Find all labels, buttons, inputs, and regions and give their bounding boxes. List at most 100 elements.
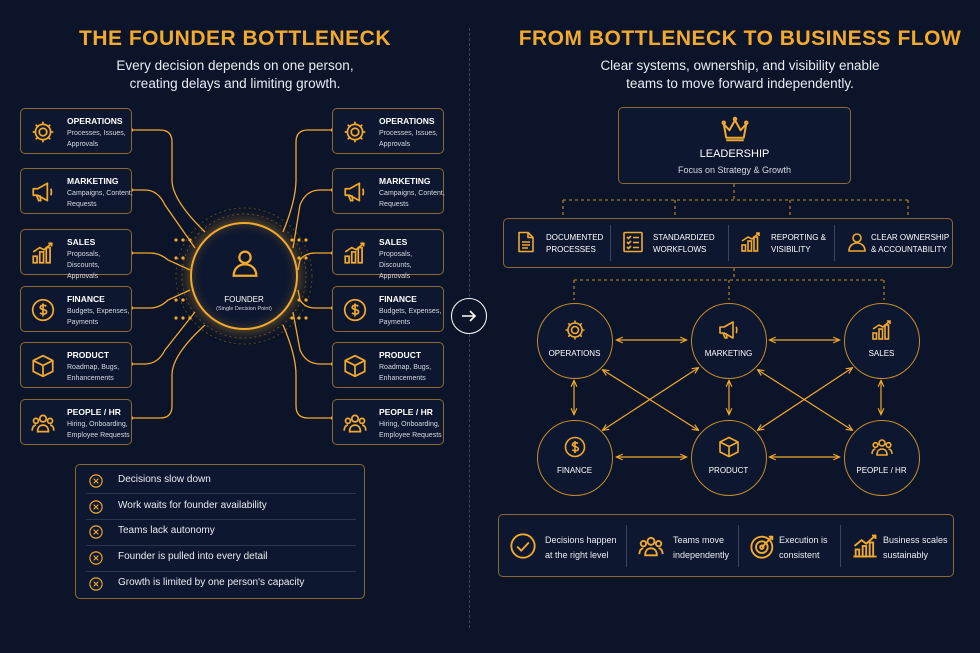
people-icon — [637, 532, 665, 560]
leadership-desc: Focus on Strategy & Growth — [677, 165, 792, 175]
dept-desc: Budgets, Expenses,Payments — [379, 308, 442, 326]
system-clear-ownership: CLEAR OWNERSHIP& ACCOUNTABILITY — [835, 219, 952, 267]
node-sales: SALES — [844, 303, 920, 379]
founder-hub: FOUNDER (Single Decision Point) — [190, 222, 298, 330]
right-title: FROM BOTTLENECK TO BUSINESS FLOW — [518, 27, 962, 50]
node-people-hr: PEOPLE / HR — [844, 420, 920, 496]
system-reporting-visibility: REPORTING &VISIBILITY — [729, 219, 835, 267]
consequence-item: Growth is limited by one person's capaci… — [76, 571, 366, 597]
dept-name: FINANCE — [379, 294, 417, 304]
dept-desc: Processes, Issues,Approvals — [379, 130, 438, 148]
checklist-icon — [621, 230, 645, 254]
target-icon — [749, 532, 777, 560]
dept-name: SALES — [67, 237, 96, 247]
consequence-item: Teams lack autonomy — [76, 519, 366, 545]
connector-operations-left — [131, 129, 206, 233]
dollar-icon — [563, 435, 587, 459]
dept-desc: Hiring, Onboarding,Employee Requests — [379, 421, 442, 439]
left-subtitle: Every decision depends on one person, cr… — [20, 57, 450, 93]
dept-name: OPERATIONS — [67, 116, 123, 126]
right-subtitle-line1: Clear systems, ownership, and visibility… — [600, 58, 880, 73]
connector-marketing-left — [131, 189, 196, 249]
growth-chart-icon — [851, 532, 879, 560]
dept-card-operations-right: OPERATIONS Processes, Issues,Approvals — [332, 108, 444, 154]
dept-card-product-left: PRODUCT Roadmap, Bugs,Enhancements — [20, 342, 132, 388]
consequence-item: Decisions slow down — [76, 468, 366, 494]
user-icon — [845, 230, 869, 254]
dept-card-finance-right: FINANCE Budgets, Expenses,Payments — [332, 286, 444, 332]
dept-desc: Campaigns, Content,Requests — [67, 190, 133, 208]
dept-card-sales-left: SALES Proposals, Discounts,Approvals — [20, 229, 132, 280]
dept-card-marketing-left: MARKETING Campaigns, Content,Requests — [20, 168, 133, 214]
dept-desc: Roadmap, Bugs,Enhancements — [379, 364, 432, 382]
consequence-item: Work waits for founder availability — [76, 494, 366, 520]
crown-icon — [720, 114, 750, 144]
left-title: THE FOUNDER BOTTLENECK — [79, 27, 391, 50]
people-icon — [870, 435, 894, 459]
megaphone-icon — [717, 318, 741, 342]
connector-operations-right — [282, 129, 333, 233]
dept-desc: Campaigns, Content,Requests — [379, 190, 445, 208]
dept-card-people-right: PEOPLE / HR Hiring, Onboarding,Employee … — [332, 399, 444, 445]
consequence-item: Founder is pulled into every detail — [76, 545, 366, 571]
dept-name: SALES — [379, 237, 408, 247]
dept-desc: Proposals, Discounts,Approvals — [379, 251, 413, 280]
founder-label: FOUNDER — [224, 295, 264, 304]
consequences-panel: Decisions slow down Work waits for found… — [75, 464, 365, 599]
dept-card-product-right: PRODUCT Roadmap, Bugs,Enhancements — [332, 342, 444, 388]
connector-finance-left — [131, 289, 191, 309]
node-marketing: MARKETING — [691, 303, 767, 379]
dept-card-finance-left: FINANCE Budgets, Expenses,Payments — [20, 286, 132, 332]
connector-product-right — [292, 311, 333, 365]
dept-name: PEOPLE / HR — [67, 407, 121, 417]
node-product: PRODUCT — [691, 420, 767, 496]
dept-name: PRODUCT — [67, 350, 110, 360]
dept-name: PRODUCT — [379, 350, 422, 360]
box-icon — [717, 435, 741, 459]
founder-sublabel: (Single Decision Point) — [216, 306, 272, 312]
connector-people-right — [282, 324, 333, 419]
connector-people-left — [131, 324, 206, 419]
leadership-name: LEADERSHIP — [699, 148, 770, 160]
node-finance: FINANCE — [537, 420, 613, 496]
right-subtitle-line2: teams to move forward independently. — [626, 76, 854, 91]
dept-desc: Processes, Issues,Approvals — [67, 130, 126, 148]
document-icon — [514, 230, 538, 254]
dept-desc: Budgets, Expenses,Payments — [67, 308, 130, 326]
dept-card-people-left: PEOPLE / HR Hiring, Onboarding,Employee … — [20, 399, 132, 445]
right-subtitle: Clear systems, ownership, and visibility… — [495, 57, 980, 93]
node-operations: OPERATIONS — [537, 303, 613, 379]
glow-dots — [174, 238, 308, 320]
dept-name: FINANCE — [67, 294, 105, 304]
leadership-box: LEADERSHIP Focus on Strategy & Growth — [618, 107, 851, 184]
bar-chart-icon — [870, 318, 894, 342]
connector-sales-left — [131, 252, 191, 271]
dept-desc: Hiring, Onboarding,Employee Requests — [67, 421, 130, 439]
dept-card-operations-left: OPERATIONS Processes, Issues,Approvals — [20, 108, 132, 154]
dept-card-sales-right: SALES Proposals, Discounts,Approvals — [332, 229, 444, 280]
dept-card-marketing-right: MARKETING Campaigns, Content,Requests — [332, 168, 445, 214]
arrow-right-icon — [462, 310, 477, 322]
connector-marketing-right — [292, 189, 333, 249]
left-subtitle-line1: Every decision depends on one person, — [116, 58, 354, 73]
transition-arrow — [451, 298, 487, 334]
dept-desc: Roadmap, Bugs,Enhancements — [67, 364, 120, 382]
check-circle-icon — [509, 532, 537, 560]
dept-desc: Proposals, Discounts,Approvals — [67, 251, 101, 280]
gear-icon — [563, 318, 587, 342]
dept-name: MARKETING — [67, 176, 119, 186]
left-subtitle-line2: creating delays and limiting growth. — [129, 76, 341, 91]
connector-sales-right — [297, 252, 333, 271]
dept-name: PEOPLE / HR — [379, 407, 433, 417]
bar-chart-icon — [739, 230, 763, 254]
connector-product-left — [131, 311, 196, 365]
dept-name: OPERATIONS — [379, 116, 435, 126]
